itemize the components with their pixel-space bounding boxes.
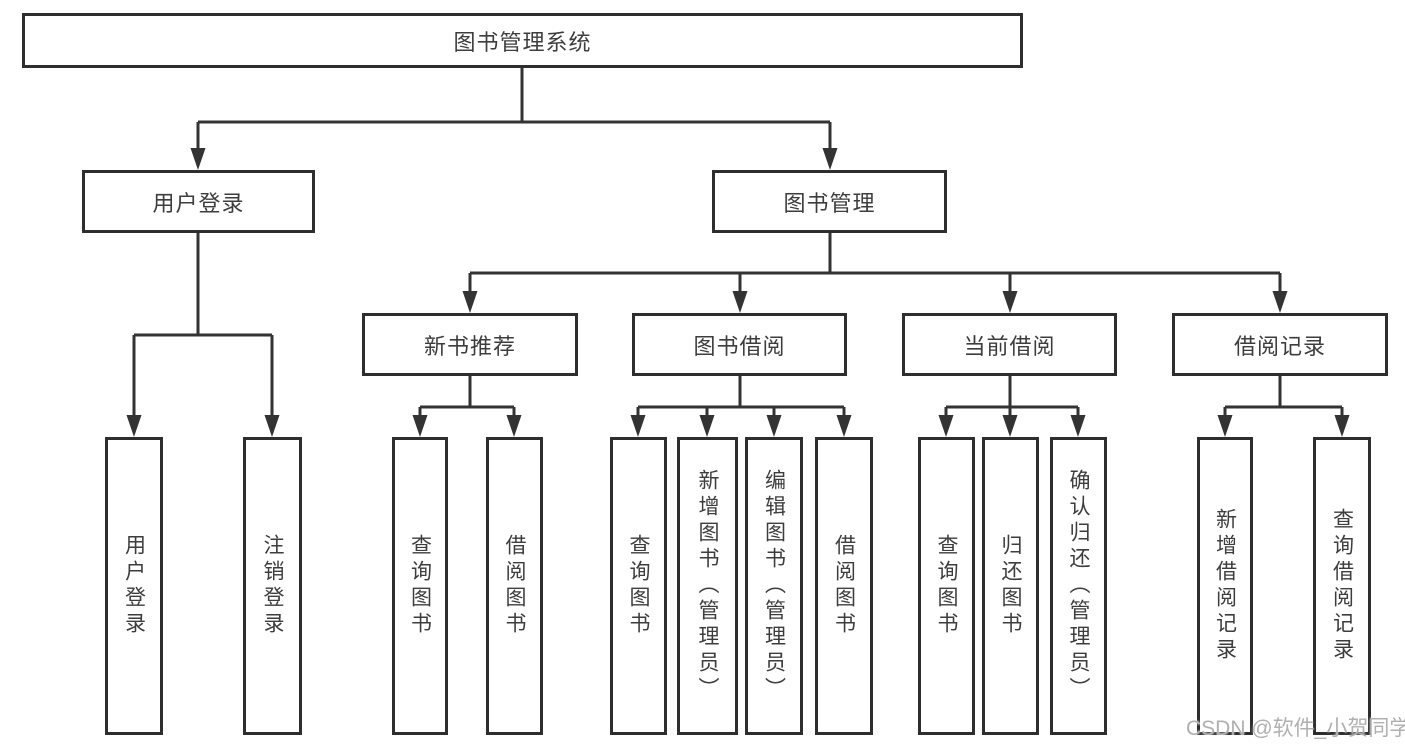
leaf-confirm-return-admin: 确认归还（管理员） bbox=[1050, 437, 1107, 735]
leaf-borrow-book-recommend: 借阅图书 bbox=[486, 437, 543, 735]
leaf-borrow-book: 借阅图书 bbox=[815, 437, 873, 735]
node-book-management: 图书管理 bbox=[712, 170, 947, 233]
leaf-add-book-admin: 新增图书（管理员） bbox=[677, 437, 738, 735]
leaf-query-borrow-record: 查询借阅记录 bbox=[1313, 437, 1371, 735]
leaf-return-book: 归还图书 bbox=[982, 437, 1039, 735]
node-borrow-record: 借阅记录 bbox=[1172, 313, 1388, 376]
leaf-query-book-recommend: 查询图书 bbox=[392, 437, 448, 735]
leaf-edit-book-admin: 编辑图书（管理员） bbox=[745, 437, 803, 735]
leaf-query-book-borrow: 查询图书 bbox=[610, 437, 667, 735]
node-new-book-recommend: 新书推荐 bbox=[362, 313, 578, 376]
csdn-watermark: CSDN @软件_小贺同学 bbox=[1186, 717, 1405, 740]
node-book-borrow: 图书借阅 bbox=[632, 313, 847, 376]
leaf-add-borrow-record: 新增借阅记录 bbox=[1197, 437, 1253, 735]
node-library-management-system: 图书管理系统 bbox=[22, 13, 1023, 68]
node-current-borrow: 当前借阅 bbox=[902, 313, 1117, 376]
leaf-user-login: 用户登录 bbox=[105, 437, 163, 735]
node-user-login: 用户登录 bbox=[82, 170, 315, 233]
leaf-logout: 注销登录 bbox=[243, 437, 302, 735]
leaf-query-book-current: 查询图书 bbox=[918, 437, 975, 735]
